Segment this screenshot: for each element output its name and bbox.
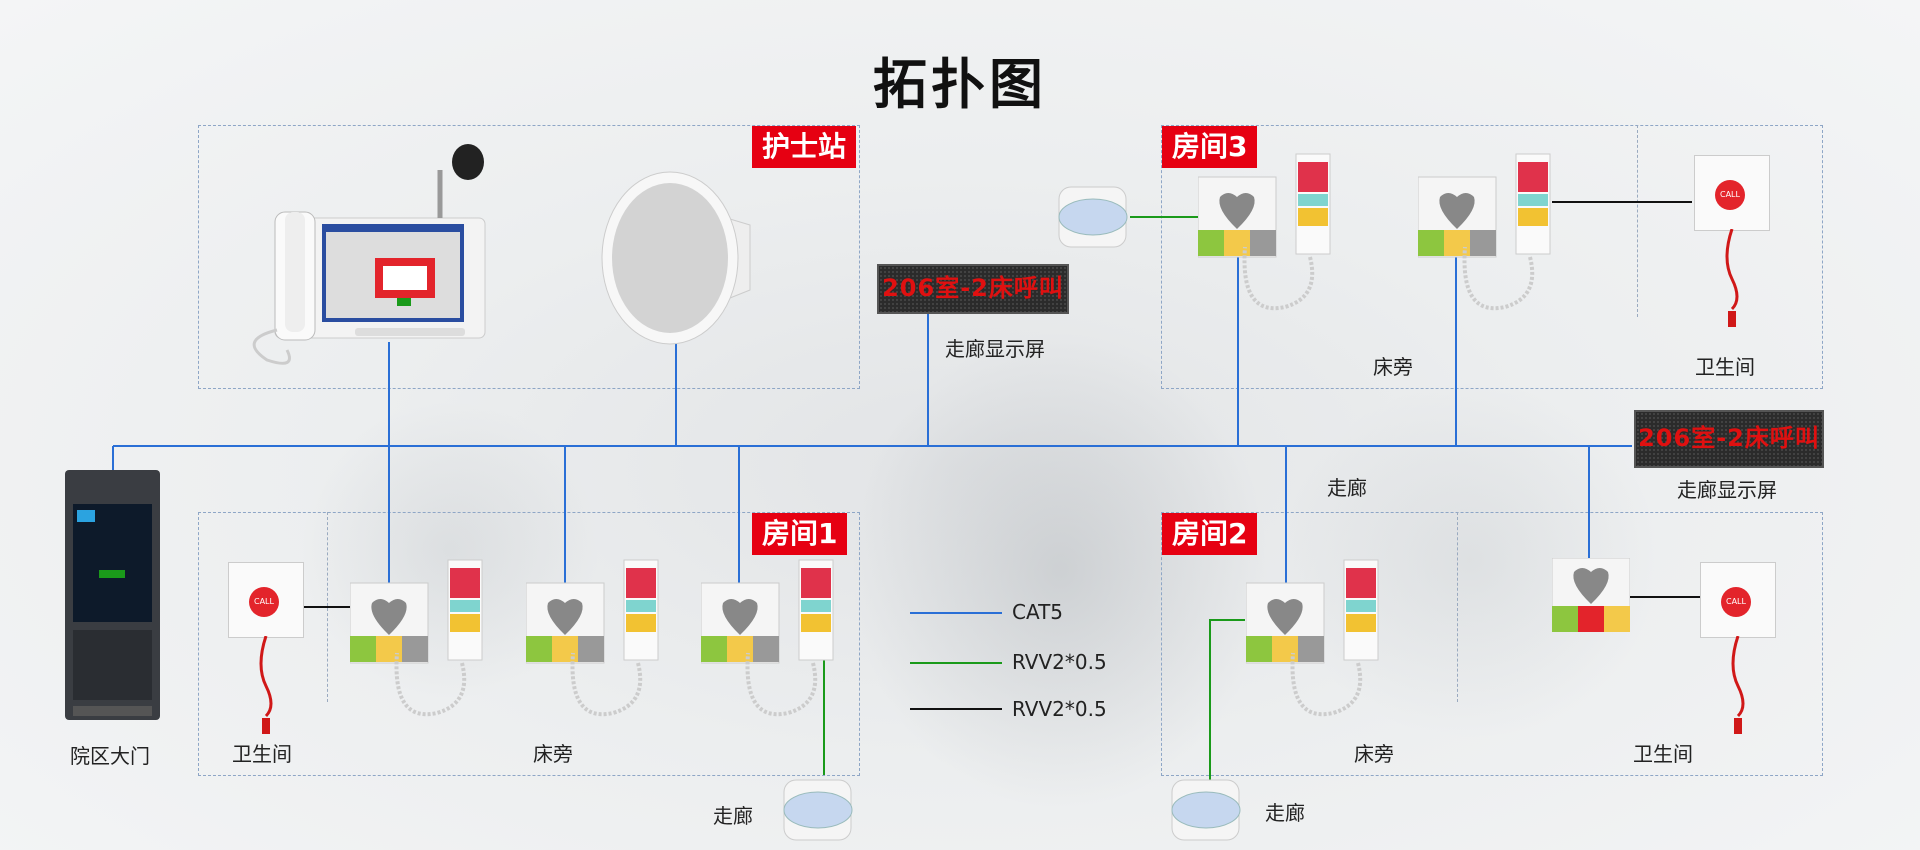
pull-cord-room3 bbox=[1725, 229, 1739, 327]
toilet-call-button-room3: CALL bbox=[1694, 155, 1770, 231]
nurse-console-phone bbox=[252, 144, 486, 365]
label-toilet-room1: 卫生间 bbox=[232, 742, 292, 766]
bedside-terminal-room2 bbox=[1246, 559, 1379, 717]
bedside-terminal-room1-1 bbox=[350, 559, 483, 717]
gate-intercom-panel bbox=[65, 470, 160, 720]
bedside-terminal-room1-3 bbox=[701, 559, 834, 717]
bedside-terminal-room3-1 bbox=[1198, 153, 1331, 311]
corridor-lamp-room2 bbox=[1171, 779, 1241, 841]
page-title: 拓扑图 bbox=[873, 53, 1047, 116]
label-bedside-room1: 床旁 bbox=[533, 742, 573, 766]
corridor-lamp-room3 bbox=[1058, 186, 1128, 248]
cat5-wires bbox=[112, 256, 1632, 583]
bedside-terminal-room3-2 bbox=[1418, 153, 1551, 311]
call-button: CALL bbox=[1715, 180, 1745, 210]
pull-cord-room2 bbox=[1731, 636, 1745, 734]
call-button: CALL bbox=[249, 587, 279, 617]
legend-line-rvv-green bbox=[910, 662, 1002, 664]
rvv-green-wires bbox=[823, 216, 1245, 780]
legend-label-rvv-black: RVV2*0.5 bbox=[1012, 697, 1107, 721]
zone-tag-room2: 房间2 bbox=[1162, 513, 1258, 555]
corridor-lamp-room1 bbox=[783, 779, 853, 841]
zone-room3 bbox=[1161, 125, 1823, 389]
call-button: CALL bbox=[1721, 587, 1751, 617]
corridor-led-display-right: 206室-2床呼叫 bbox=[1634, 410, 1824, 468]
label-corridor-bottom-left: 走廊 bbox=[713, 804, 753, 828]
legend-line-cat5 bbox=[910, 612, 1002, 614]
rvv-black-wires bbox=[302, 201, 1700, 608]
legend-line-rvv-black bbox=[910, 708, 1002, 710]
label-toilet-room3: 卫生间 bbox=[1695, 355, 1755, 379]
zone-room1 bbox=[198, 512, 860, 776]
zone-room2 bbox=[1161, 512, 1823, 776]
label-toilet-room2: 卫生间 bbox=[1633, 742, 1693, 766]
label-corridor-bottom-right: 走廊 bbox=[1265, 801, 1305, 825]
label-corridor-center: 走廊 bbox=[1327, 476, 1367, 500]
toilet-call-button-room2: CALL bbox=[1700, 562, 1776, 638]
label-bedside-room2: 床旁 bbox=[1354, 742, 1394, 766]
zone-tag-room3: 房间3 bbox=[1162, 126, 1258, 168]
legend-label-rvv-green: RVV2*0.5 bbox=[1012, 650, 1107, 674]
label-gate: 院区大门 bbox=[70, 744, 150, 768]
background-blur bbox=[850, 330, 1270, 810]
label-corridor-display-top: 走廊显示屏 bbox=[945, 337, 1045, 361]
pull-cord-room1 bbox=[259, 636, 273, 734]
bedside-terminal-room1-2 bbox=[526, 559, 659, 717]
label-corridor-display-right: 走廊显示屏 bbox=[1677, 478, 1777, 502]
ceiling-speaker bbox=[601, 171, 751, 345]
zone-tag-nurse-station: 护士站 bbox=[752, 126, 857, 168]
corridor-led-display-top: 206室-2床呼叫 bbox=[877, 264, 1069, 314]
zone-divider bbox=[1457, 512, 1458, 702]
zone-divider bbox=[1637, 125, 1638, 317]
label-bedside-room3: 床旁 bbox=[1373, 355, 1413, 379]
legend-label-cat5: CAT5 bbox=[1012, 600, 1064, 624]
zone-tag-room1: 房间1 bbox=[752, 513, 848, 555]
toilet-call-button-room1: CALL bbox=[228, 562, 304, 638]
zone-nurse-station bbox=[198, 125, 860, 389]
toilet-panel-room2 bbox=[1552, 558, 1630, 632]
